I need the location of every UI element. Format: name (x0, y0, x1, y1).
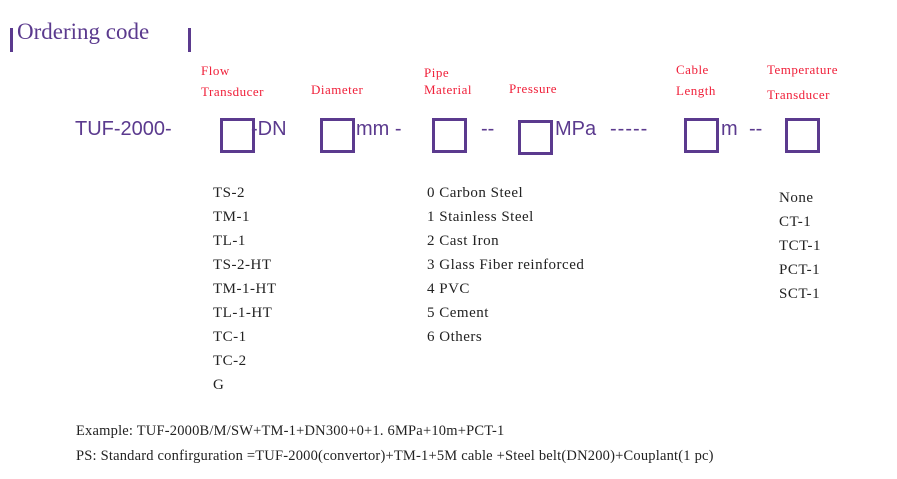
label-pipe: Pipe (424, 65, 450, 80)
list-item: 2 Cast Iron (427, 233, 500, 249)
label-cable: Cable (676, 62, 709, 77)
code-mpa: MPa (555, 118, 597, 140)
code-sep2: ----- (610, 118, 649, 140)
list-item: 6 Others (427, 329, 483, 345)
temp-transducer-list: None CT-1 TCT-1 PCT-1 SCT-1 (779, 186, 821, 306)
code-sep3: -- (749, 118, 763, 140)
list-item: 0 Carbon Steel (427, 185, 524, 201)
list-item: TM-1 (213, 209, 250, 225)
list-item: 5 Cement (427, 305, 489, 321)
label-flow: Flow (201, 63, 230, 78)
list-item: TS-2 (213, 185, 245, 201)
list-item: TC-1 (213, 329, 247, 345)
list-item: CT-1 (779, 214, 812, 230)
label-length: Length (676, 83, 716, 98)
flow-transducer-box (220, 118, 255, 153)
list-item: TC-2 (213, 353, 247, 369)
code-prefix: TUF-2000- (75, 118, 172, 140)
label-transducer: Transducer (201, 84, 265, 99)
label-temperature: Temperature (767, 62, 838, 77)
list-item: TM-1-HT (213, 281, 277, 297)
list-item: PCT-1 (779, 262, 821, 278)
list-item: TS-2-HT (213, 257, 272, 273)
pipe-material-box (432, 118, 467, 153)
label-diameter: Diameter (311, 82, 364, 97)
transducer-list: TS-2 TM-1 TL-1 TS-2-HT TM-1-HT TL-1-HT T… (213, 181, 277, 397)
list-item: TCT-1 (779, 238, 821, 254)
list-item: 4 PVC (427, 281, 470, 297)
material-list: 0 Carbon Steel 1 Stainless Steel 2 Cast … (427, 181, 584, 349)
temp-transducer-box (785, 118, 820, 153)
title-right-bar (188, 28, 191, 52)
list-item: None (779, 190, 814, 206)
section-title: Ordering code (17, 19, 150, 44)
code-sep1: -- (481, 118, 495, 140)
list-item: G (213, 377, 225, 393)
list-item: TL-1 (213, 233, 246, 249)
label-material: Material (424, 82, 473, 97)
list-item: TL-1-HT (213, 305, 273, 321)
cable-length-box (684, 118, 719, 153)
pressure-box (518, 120, 553, 155)
code-dn: -DN (251, 118, 287, 140)
code-mm: mm - (356, 118, 402, 140)
title-left-bar (10, 28, 13, 52)
diameter-box (320, 118, 355, 153)
label-temp-transducer: Transducer (767, 87, 831, 102)
ps-text: PS: Standard confirguration =TUF-2000(co… (76, 448, 714, 464)
label-pressure: Pressure (509, 81, 558, 96)
example-text: Example: TUF-2000B/M/SW+TM-1+DN300+0+1. … (76, 423, 505, 439)
list-item: 3 Glass Fiber reinforced (427, 257, 585, 273)
code-m: m (721, 118, 738, 140)
list-item: 1 Stainless Steel (427, 209, 534, 225)
list-item: SCT-1 (779, 286, 821, 302)
